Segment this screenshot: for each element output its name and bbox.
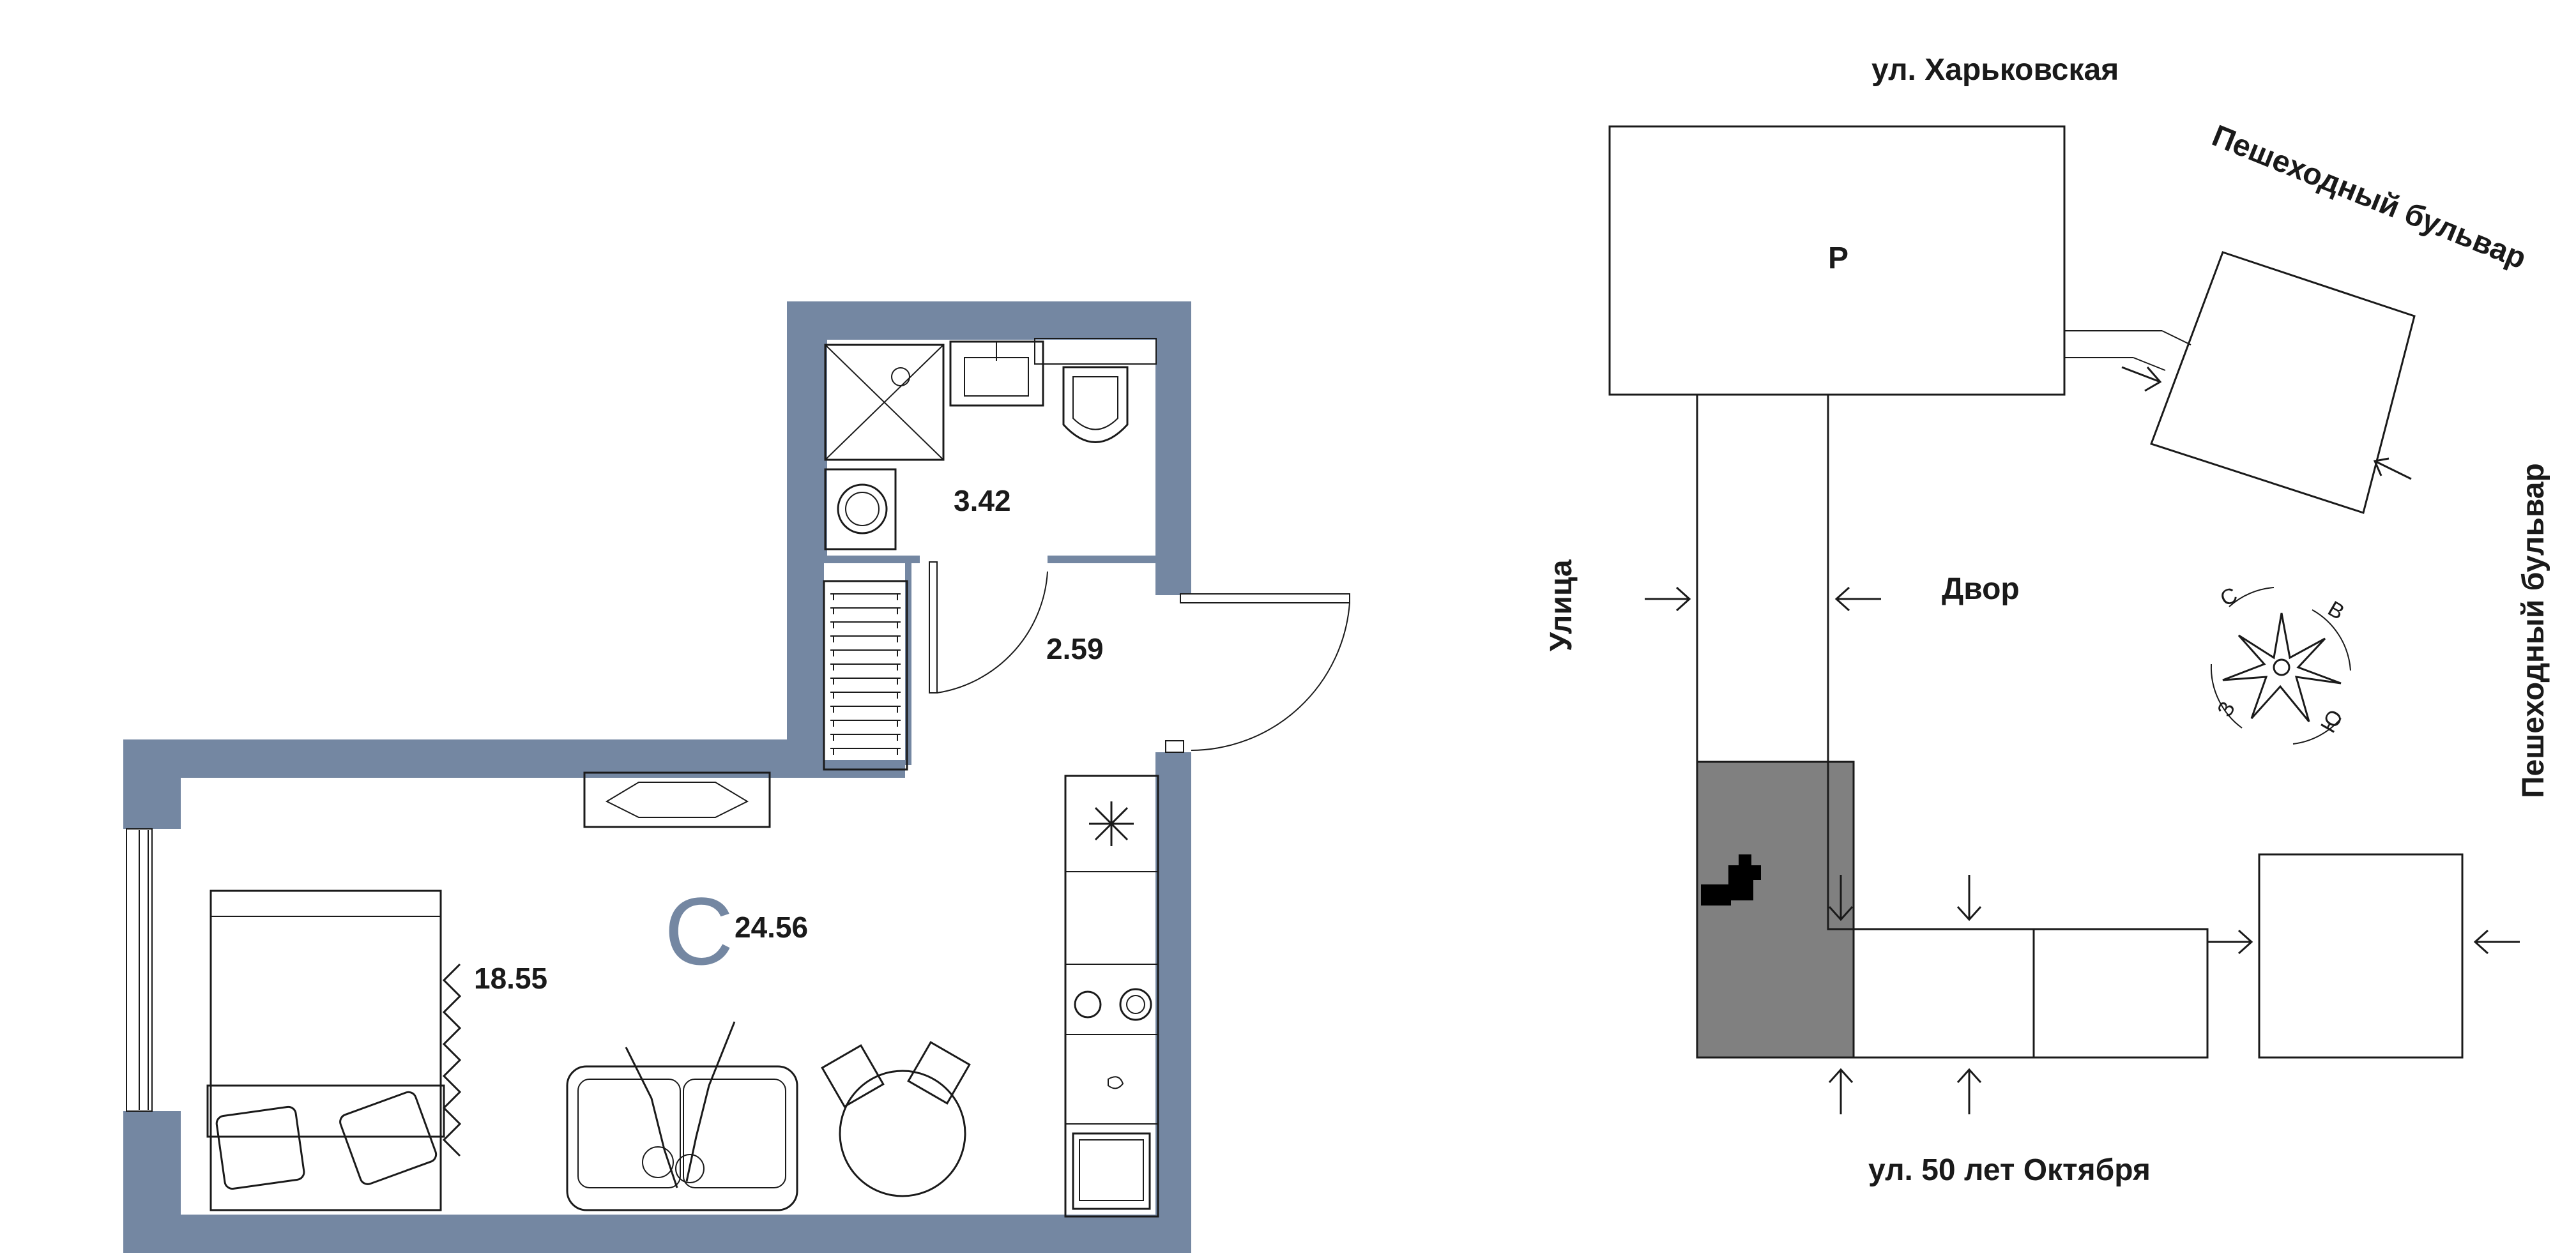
wall-main-left-upper <box>123 739 181 829</box>
compass-south: Ю <box>2316 706 2348 737</box>
wall-partition-bath-hall-left <box>824 556 920 563</box>
walkway-connector <box>2064 330 2191 371</box>
arrow-right-icon <box>1645 586 1691 612</box>
storage-shelf-line <box>830 593 901 600</box>
arrow-up-icon <box>1828 1068 1854 1114</box>
room-divider-curtain <box>442 963 462 1157</box>
bathroom-sink <box>949 340 1044 407</box>
highlighted-section <box>1696 761 1855 1059</box>
arrow-down-icon <box>1956 875 1982 921</box>
storage-shelf-line <box>830 663 901 671</box>
door-bathroom <box>929 561 1048 693</box>
street-label-north: ул. Харьковская <box>1871 53 2119 87</box>
area-bathroom: 3.42 <box>954 484 1011 517</box>
toilet <box>1034 338 1157 443</box>
street-label-south: ул. 50 лет Октября <box>1868 1153 2151 1187</box>
storage-shelf-line <box>830 706 901 713</box>
floor-plan-walls <box>123 301 1191 1253</box>
arrow-down-icon <box>1828 875 1854 921</box>
wall-partition-storage <box>905 562 911 765</box>
street-label-west: Улица <box>1544 559 1578 651</box>
kitchen-sink <box>1108 1076 1124 1089</box>
storage-shelf-line <box>830 621 901 628</box>
compass-rose: С В Ю З <box>2210 582 2351 745</box>
apartment-location-marker <box>1701 854 1761 906</box>
storage-shelf-line <box>830 720 901 727</box>
parking-block <box>1608 125 2066 396</box>
floor-plan: 3.42 2.59 <box>123 301 1350 1253</box>
arrow-diagonal-icon <box>2373 457 2412 480</box>
boulevard-label-northeast: Пешеходный бульвар <box>2207 119 2531 276</box>
wall-bathroom-left <box>787 301 824 777</box>
boulevard-label-east: Пешеходный бульвар <box>2517 463 2550 798</box>
arrow-left-icon <box>1834 586 1881 612</box>
area-total: 24.56 <box>735 911 808 944</box>
building-horizontal <box>1827 762 2209 1059</box>
area-hallway: 2.59 <box>1046 632 1104 665</box>
storage-shelf-line <box>830 734 901 741</box>
parking-label: Р <box>1828 241 1848 275</box>
wall-partition-bath-hall-right <box>1048 556 1162 563</box>
door-entrance <box>1165 593 1350 753</box>
storage-shelf-line <box>830 607 901 614</box>
shower-cabin <box>824 344 945 461</box>
washing-machine <box>824 468 897 550</box>
arrow-up-icon <box>1956 1068 1982 1114</box>
storage-shelf-line <box>830 748 901 755</box>
dining-table <box>821 1041 971 1197</box>
area-living-room: 18.55 <box>474 962 547 995</box>
wall-bathroom-top <box>787 301 1191 340</box>
building-vertical <box>1696 393 1855 1059</box>
wall-main-bottom <box>123 1215 1191 1253</box>
storage-shelf-line <box>830 692 901 699</box>
entrance-arrows <box>1645 366 2520 1114</box>
sofa <box>566 1021 798 1211</box>
oven <box>1072 1132 1151 1210</box>
building-boulevard <box>2150 251 2416 514</box>
storage-shelf-line <box>830 635 901 642</box>
air-conditioner <box>583 771 771 828</box>
hall-storage-unit <box>823 580 908 771</box>
kitchen-counter <box>1064 775 1159 1218</box>
compass-north: С <box>2216 582 2241 611</box>
storage-shelf-line <box>830 678 901 685</box>
wall-main-right <box>1155 752 1191 1253</box>
storage-shelf-line <box>830 649 901 656</box>
arrow-left-icon <box>2473 929 2520 955</box>
snowflake-icon <box>1089 801 1134 846</box>
arrow-diagonal-icon <box>2121 366 2162 392</box>
wall-bathroom-right <box>1155 301 1191 595</box>
hob <box>1074 988 1152 1021</box>
compass-star-icon <box>2222 612 2342 722</box>
apartment-type-letter: С <box>664 877 733 985</box>
wall-main-top <box>123 739 824 778</box>
arrow-right-icon <box>2207 929 2253 955</box>
site-plan: ул. Харьковская ул. 50 лет Октября Улица… <box>1544 53 2550 1187</box>
building-east <box>2258 853 2464 1059</box>
compass-west: З <box>2213 697 2240 721</box>
bed <box>206 890 445 1211</box>
window-left <box>126 828 153 1112</box>
courtyard-label: Двор <box>1942 572 2020 606</box>
